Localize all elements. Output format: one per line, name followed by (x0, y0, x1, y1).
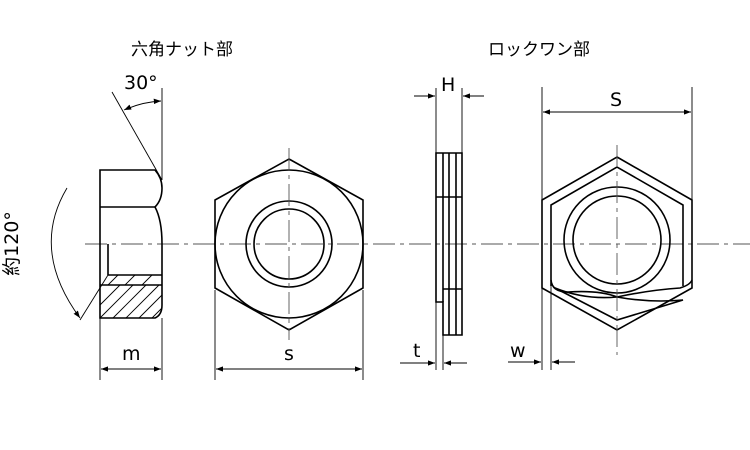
H-label: H (441, 74, 456, 96)
lock-washer-title: ロックワン部 (488, 40, 590, 60)
nut-side-view (79, 169, 163, 321)
s-label: s (284, 343, 294, 365)
m-dimension (99, 318, 163, 380)
lock-washer-front-view (541, 145, 693, 355)
H-dimension (414, 88, 484, 153)
chamfer-angle-dimension (111, 88, 163, 181)
S-label: S (610, 89, 623, 111)
hex-nut-title: 六角ナット部 (131, 40, 233, 60)
s-dimension (214, 290, 364, 380)
approx-120-label: 約120° (0, 211, 23, 276)
t-label: t (413, 340, 421, 362)
S-dimension (541, 87, 693, 370)
w-label: w (510, 340, 526, 362)
m-label: m (122, 343, 141, 365)
nut-front-view (214, 148, 364, 340)
chamfer-angle-label: 30° (124, 72, 158, 94)
approx-120-arc (50, 187, 81, 319)
t-dimension (400, 302, 467, 370)
w-dimension (508, 286, 575, 370)
